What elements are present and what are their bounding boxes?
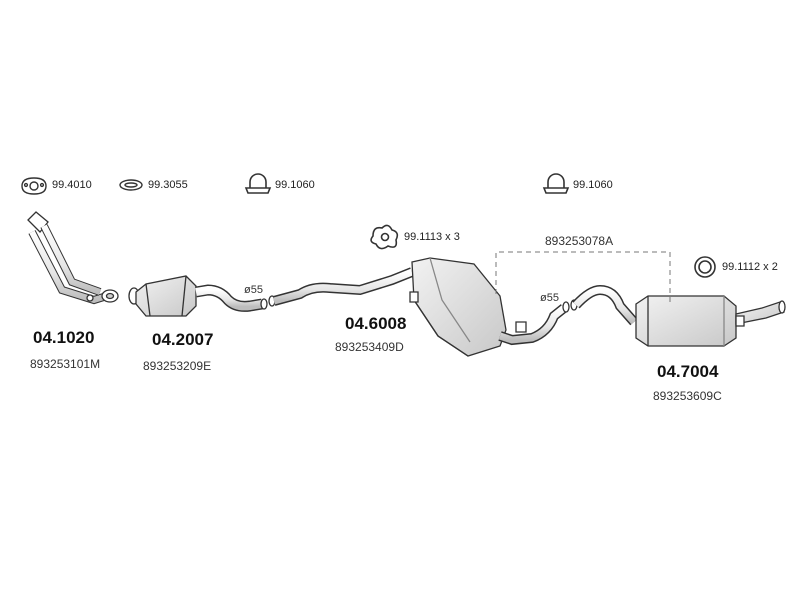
oem-code: 893253101M — [30, 357, 101, 371]
part-number: 04.7004 — [657, 362, 719, 381]
diameter-label: ø55 — [540, 292, 559, 304]
u-clamp-icon — [542, 173, 570, 194]
oem-code: 893253609C — [653, 389, 722, 403]
diameter-label: ø55 — [244, 284, 263, 296]
front-pipe — [27, 211, 119, 305]
u-clamp-icon — [244, 173, 272, 194]
oem-code: 893253209E — [143, 359, 212, 373]
hardware-code: 99.1113 x 3 — [404, 231, 460, 243]
middle-silencer — [268, 257, 570, 357]
rear-silencer — [570, 284, 786, 347]
rubber-hanger-icon — [370, 224, 399, 250]
part-number: 04.2007 — [152, 330, 214, 349]
assembly-bracket — [495, 251, 671, 302]
part-number: 04.1020 — [33, 328, 95, 347]
hardware-code: 99.3055 — [148, 179, 188, 191]
hardware-code: 99.1112 x 2 — [722, 261, 778, 273]
flange-gasket-icon — [21, 177, 47, 195]
hardware-code: 99.1060 — [573, 179, 613, 191]
oem-code: 893253409D — [335, 340, 404, 354]
o-ring-icon — [694, 256, 716, 278]
catalytic-converter — [128, 275, 268, 317]
assembly-code: 893253078A — [545, 234, 614, 248]
part-number: 04.6008 — [345, 314, 407, 333]
ring-gasket-icon — [119, 179, 143, 191]
hardware-code: 99.4010 — [52, 179, 92, 191]
hardware-code: 99.1060 — [275, 179, 315, 191]
